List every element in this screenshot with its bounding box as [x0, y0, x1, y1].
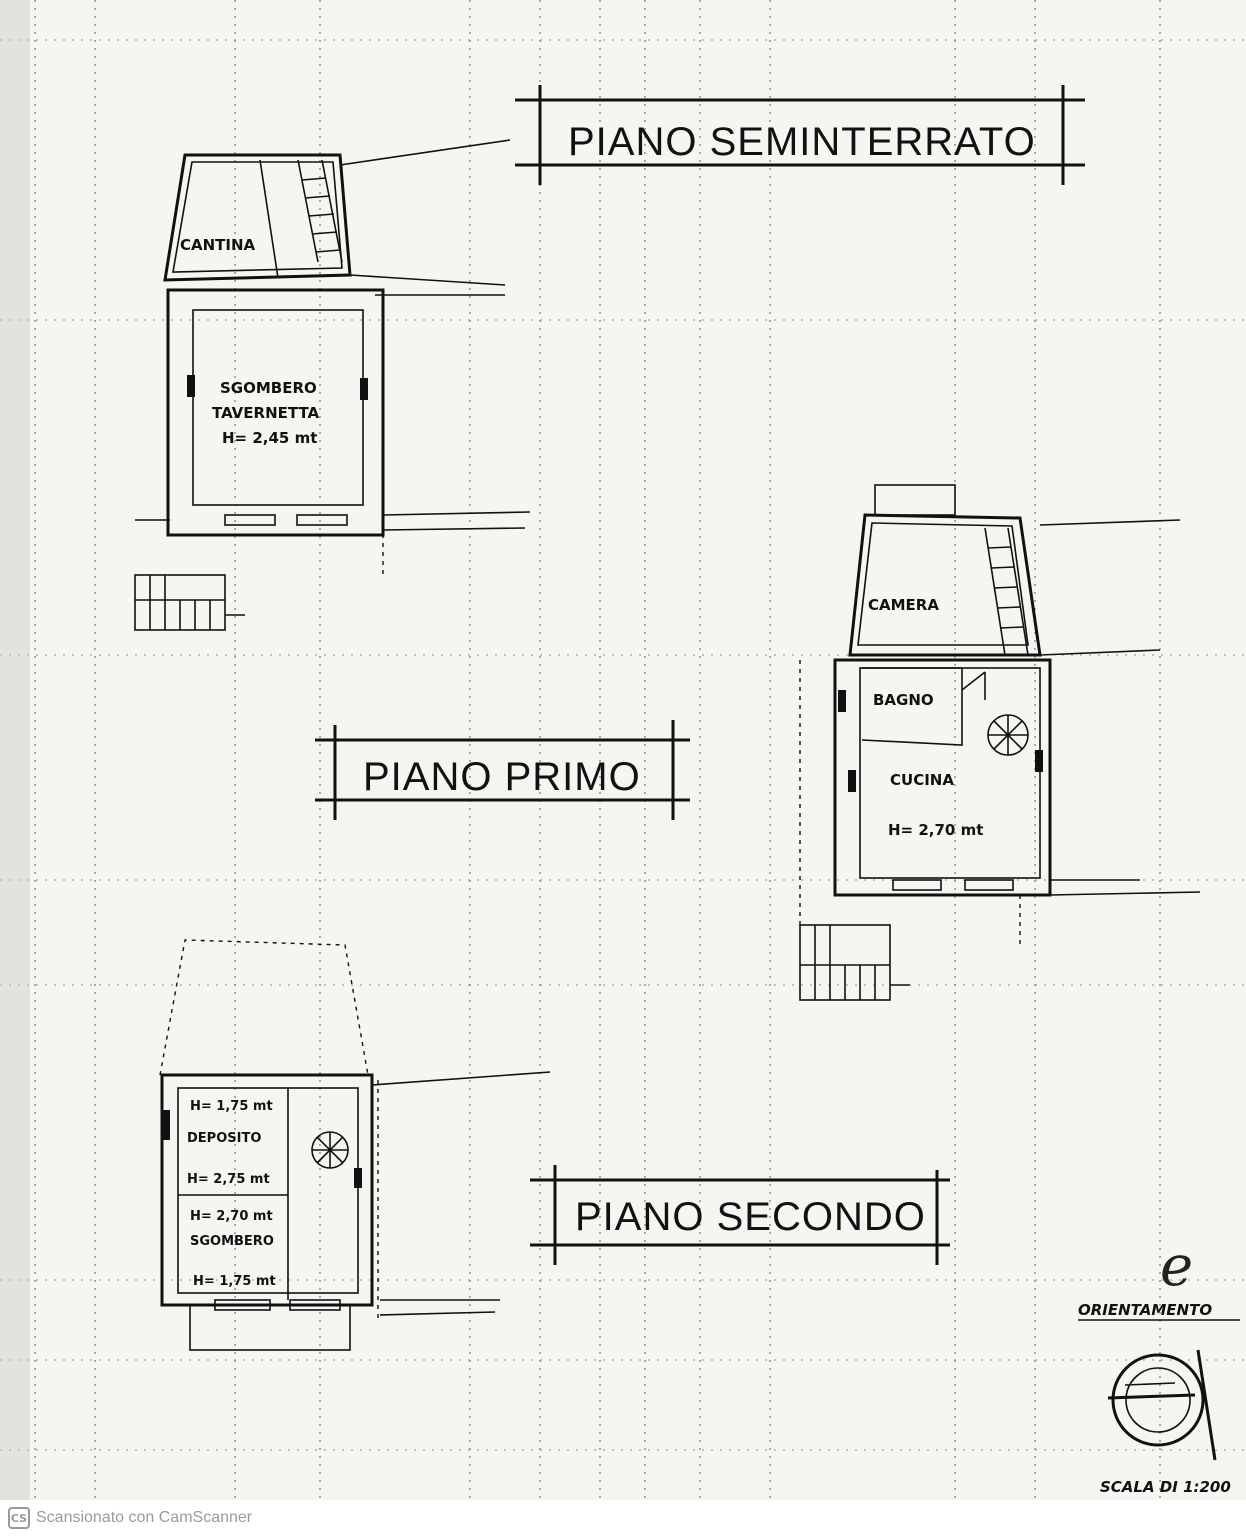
- room-label-sgombero: SGOMBERO: [220, 379, 317, 397]
- room-height-deposito-2: H= 2,75 mt: [187, 1172, 270, 1187]
- room-height-deposito-1: H= 1,75 mt: [190, 1099, 273, 1114]
- room-height-seminterrato: H= 2,45 mt: [222, 429, 317, 447]
- camscanner-logo-icon: CS: [8, 1507, 30, 1529]
- room-label-tavernetta: TAVERNETTA: [212, 404, 320, 422]
- handwritten-mark: e: [1160, 1234, 1193, 1299]
- outside-stair-primo: [799, 924, 910, 1001]
- title-seminterrato: PIANO SEMINTERRATO: [568, 120, 1036, 164]
- outside-stair-seminterrato: [134, 519, 245, 631]
- title-box-primo: PIANO PRIMO: [315, 720, 690, 820]
- room-height-primo: H= 2,70 mt: [888, 821, 983, 839]
- annotations: e ORIENTAMENTO SCALA DI 1:200: [1078, 1234, 1240, 1496]
- room-label-cantina: CANTINA: [180, 236, 256, 254]
- compass-icon: [1107, 1349, 1217, 1461]
- spiral-stair-primo: [987, 714, 1029, 756]
- scale-label: SCALA DI 1:200: [1100, 1478, 1231, 1496]
- spiral-stair-secondo: [311, 1131, 349, 1169]
- scanner-watermark-text: Scansionato con CamScanner: [36, 1509, 253, 1526]
- orientamento-label: ORIENTAMENTO: [1078, 1301, 1212, 1319]
- room-height-sgombero-2: H= 1,75 mt: [193, 1274, 276, 1289]
- plan-seminterrato: CANTINA SGOMBERO TAVERNETTA H= 2,45 mt: [134, 139, 531, 631]
- floor-plan-drawing: PIANO SEMINTERRATO: [0, 0, 1246, 1500]
- plan-secondo: H= 1,75 mt DEPOSITO H= 2,75 mt H= 2,70 m…: [159, 939, 551, 1351]
- title-box-seminterrato: PIANO SEMINTERRATO: [515, 85, 1085, 185]
- title-primo: PIANO PRIMO: [363, 755, 641, 799]
- stair-seminterrato: [297, 159, 343, 263]
- stair-primo: [984, 527, 1029, 656]
- background-grid: [0, 0, 1246, 1500]
- title-secondo: PIANO SECONDO: [575, 1195, 926, 1239]
- room-height-sgombero-1: H= 2,70 mt: [190, 1209, 273, 1224]
- plan-primo: CAMERA BAGNO CUCINA H= 2,70 mt: [799, 484, 1201, 1001]
- title-box-secondo: PIANO SECONDO: [530, 1165, 950, 1265]
- room-label-cucina: CUCINA: [890, 771, 954, 789]
- room-label-camera: CAMERA: [868, 596, 939, 614]
- room-label-bagno: BAGNO: [873, 691, 934, 709]
- room-label-sgombero-secondo: SGOMBERO: [190, 1234, 274, 1249]
- room-label-deposito: DEPOSITO: [187, 1131, 261, 1146]
- scanner-footer: CS Scansionato con CamScanner: [0, 1500, 1246, 1536]
